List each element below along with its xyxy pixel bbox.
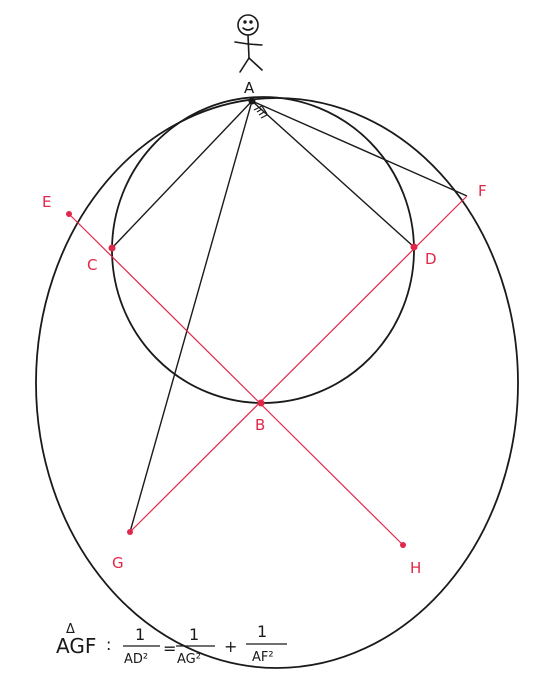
label-C: C [87,256,97,274]
formula-plus: + [224,637,237,656]
point-E [66,211,72,217]
formula: Δ AGF : 1 AD² = 1 AG² + 1 AF² [56,622,287,667]
stick-figure-icon [234,14,263,73]
segment-AG [129,100,253,533]
label-D: D [425,250,437,268]
formula-term2-numerator: 1 [257,622,267,641]
formula-separator: : [106,635,111,654]
label-A: A [244,79,255,97]
label-E: E [42,193,51,211]
right-angle-mark-icon [253,105,268,119]
formula-term1-denominator: AG² [177,652,201,667]
outer-circle [35,97,519,669]
point-H [400,542,406,548]
label-F: F [478,182,487,200]
segment-AC [111,100,253,249]
formula-equals: = [163,639,176,658]
formula-lhs-denominator: AD² [124,652,148,667]
label-G: G [112,554,124,572]
label-B: B [255,416,265,434]
label-H: H [410,559,421,577]
point-B [257,399,265,407]
point-C [108,244,116,252]
formula-lhs-numerator: 1 [135,625,145,644]
formula-triangle-name: AGF [56,634,96,658]
point-A [248,97,256,105]
inner-circle [111,96,415,404]
formula-triangle-mark: Δ [66,622,75,637]
chord-FG [129,195,468,533]
segment-AF [251,100,468,197]
formula-term2-denominator: AF² [252,650,274,665]
segment-AD [251,100,415,248]
formula-term1-numerator: 1 [189,625,199,644]
point-D [410,243,418,251]
point-G [127,529,133,535]
chord-EH [68,213,404,546]
